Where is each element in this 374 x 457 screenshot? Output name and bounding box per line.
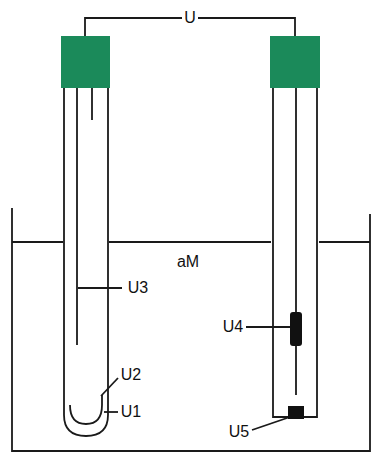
leader-line [246,326,290,328]
reference-electrode-tube [273,88,317,417]
electrode-cap [61,36,110,88]
leader-line [252,417,290,430]
callout-label: U [182,9,198,27]
callout-label: aM [175,253,201,271]
leader-line [104,411,118,413]
inner-tube [91,88,93,120]
callout-label: U3 [126,279,150,297]
callout-label: U1 [119,403,143,421]
callout-label: U4 [221,318,245,336]
diaphragm [288,406,304,419]
reference-element [290,312,302,346]
glass-electrode-tube [64,88,108,436]
callout-label: U2 [119,366,143,384]
glass-membrane [70,395,102,424]
leader-line [101,378,118,396]
reference-lead [295,88,297,395]
inner-lead [76,88,78,345]
callout-label: U5 [227,423,251,441]
leader-line [78,287,122,289]
electrode-cap [270,36,320,88]
